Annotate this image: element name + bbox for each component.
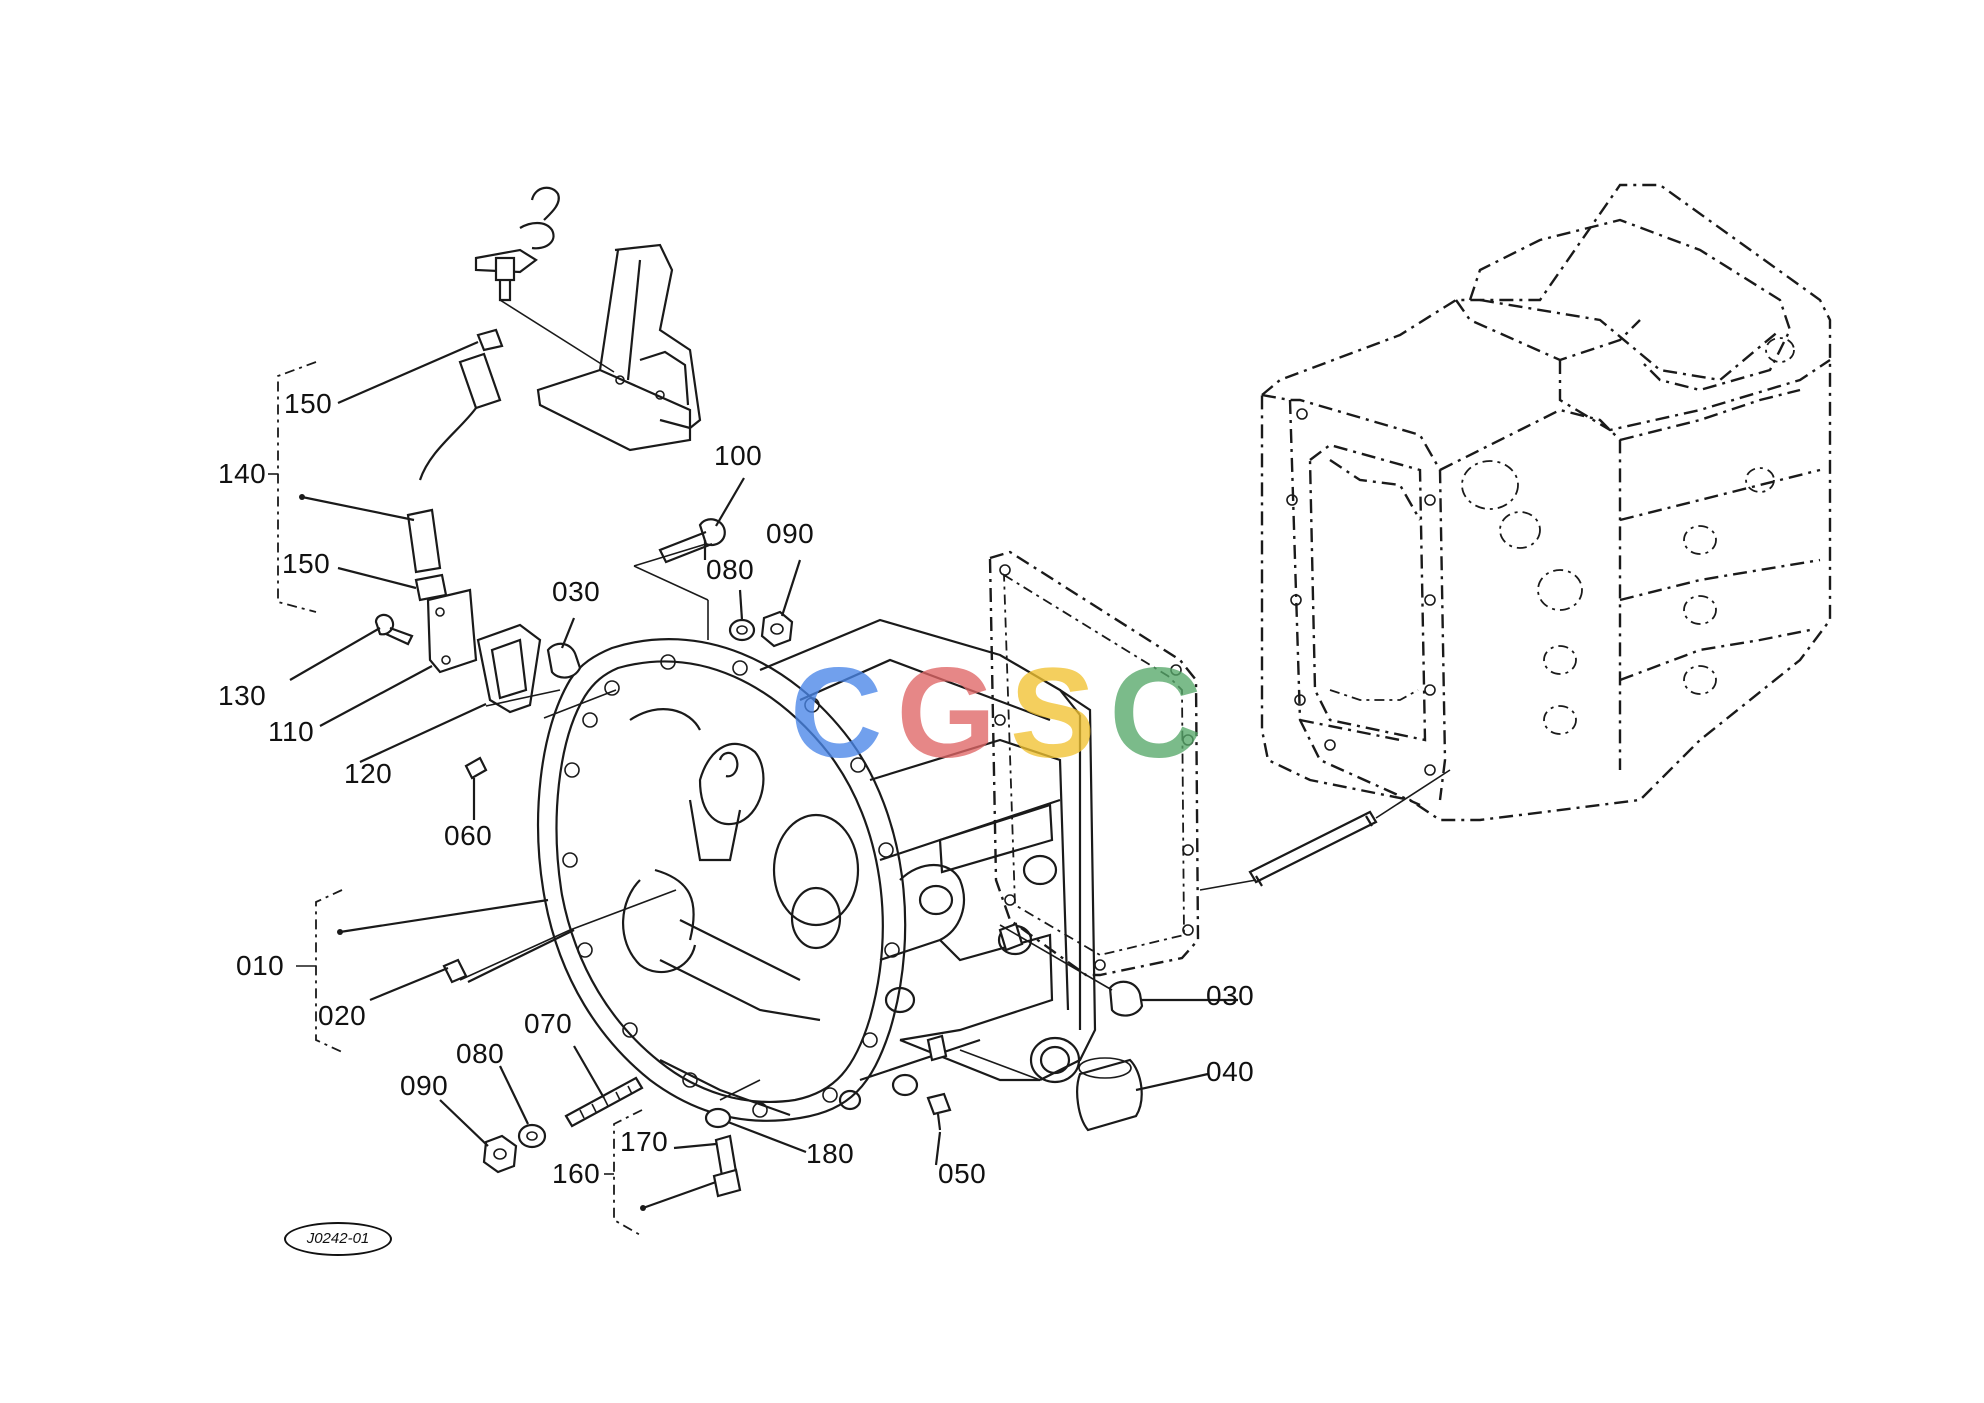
callout-010: 010 xyxy=(236,950,285,981)
callout-160: 160 xyxy=(552,1158,601,1189)
case-gasket xyxy=(988,550,1200,977)
callout-040: 040 xyxy=(1206,1056,1255,1087)
callout-130: 130 xyxy=(218,680,267,711)
watermark-letter-c1: C xyxy=(790,642,897,785)
callout-030-lower: 030 xyxy=(1206,980,1255,1011)
cgsc-watermark: CGSC xyxy=(790,650,1216,778)
group-brackets xyxy=(268,361,643,1237)
callout-020: 020 xyxy=(318,1000,367,1031)
watermark-letter-s: S xyxy=(1010,642,1110,785)
callout-080-upper: 080 xyxy=(706,554,755,585)
callout-150-lower: 150 xyxy=(282,548,331,579)
callout-180: 180 xyxy=(806,1138,855,1169)
callout-080-lower: 080 xyxy=(456,1038,505,1069)
callout-070: 070 xyxy=(524,1008,573,1039)
callout-090-lower: 090 xyxy=(400,1070,449,1101)
loose-parts xyxy=(374,186,1378,1198)
leader-lines xyxy=(289,299,1451,1211)
callout-050: 050 xyxy=(938,1158,987,1189)
callout-120: 120 xyxy=(344,758,393,789)
watermark-letter-g: G xyxy=(896,642,1010,785)
callout-140: 140 xyxy=(218,458,267,489)
callout-100: 100 xyxy=(714,440,763,471)
clutch-housing xyxy=(537,618,1097,1122)
callout-110: 110 xyxy=(268,716,315,747)
callout-060: 060 xyxy=(444,820,493,851)
figure-id-badge: J0242-01 xyxy=(284,1222,392,1256)
callout-150-upper: 150 xyxy=(284,388,333,419)
callout-090-upper: 090 xyxy=(766,518,815,549)
callout-030-upper: 030 xyxy=(552,576,601,607)
transmission-case-rear xyxy=(1260,183,1832,822)
callout-170: 170 xyxy=(620,1126,669,1157)
watermark-letter-c2: C xyxy=(1109,642,1216,785)
